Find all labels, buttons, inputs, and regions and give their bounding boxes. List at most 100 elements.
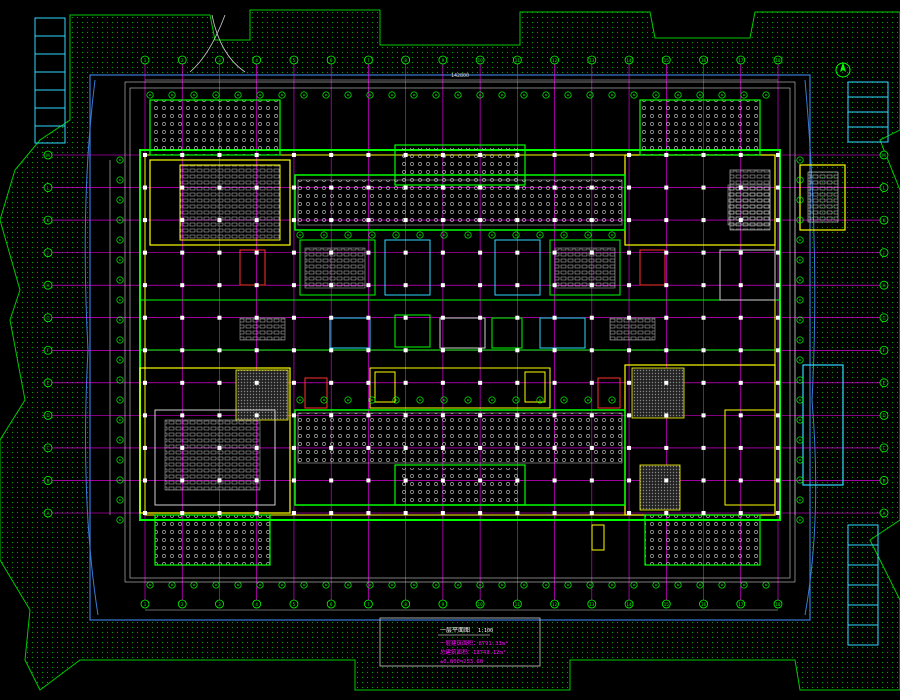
tree-icon <box>796 496 804 504</box>
column <box>515 380 520 385</box>
tree-icon <box>344 231 352 239</box>
axis-bubble-label: 13 <box>589 58 595 63</box>
column <box>366 218 371 223</box>
axis-bubble <box>879 248 889 258</box>
column <box>738 511 743 515</box>
axis-bubble-label: 12 <box>552 602 558 607</box>
column <box>478 315 483 320</box>
tree-icon <box>584 231 592 239</box>
column <box>291 511 296 515</box>
column <box>589 413 594 418</box>
axis-bubble <box>736 55 746 65</box>
column <box>589 511 594 515</box>
tree-icon <box>440 231 448 239</box>
axis-bubble-label: D <box>882 413 885 418</box>
elevation-note: ±0.000=253.60 <box>440 659 483 665</box>
column <box>738 185 743 190</box>
column <box>366 250 371 255</box>
column <box>329 315 334 320</box>
column <box>738 380 743 385</box>
column <box>552 380 557 385</box>
column <box>776 315 780 320</box>
axis-bubble-label: H <box>882 283 885 288</box>
tree-icon <box>116 236 124 244</box>
tree-icon <box>392 231 400 239</box>
axis-bubble <box>364 599 373 609</box>
axis-bubble-label: 14 <box>627 58 633 63</box>
column <box>515 478 520 483</box>
column <box>478 478 483 483</box>
column <box>180 478 185 483</box>
axis-bubble <box>289 599 299 609</box>
column <box>589 250 594 255</box>
column <box>217 413 222 418</box>
column <box>366 185 371 190</box>
column <box>329 185 334 190</box>
axis-bubble <box>773 599 783 609</box>
column <box>664 413 669 418</box>
column <box>552 250 557 255</box>
column <box>589 348 594 353</box>
column <box>701 153 706 157</box>
column <box>738 478 743 483</box>
axis-bubble-label: 6 <box>330 58 333 63</box>
axis-bubble <box>438 599 448 609</box>
tree-icon <box>344 396 352 404</box>
tree-icon <box>432 91 440 99</box>
column <box>366 478 371 483</box>
column <box>664 283 669 288</box>
tree-icon <box>796 256 804 264</box>
tree-icon <box>116 256 124 264</box>
tree-icon <box>368 231 376 239</box>
column <box>291 380 296 385</box>
axis-bubble <box>215 55 224 65</box>
column <box>627 250 632 255</box>
tree-icon <box>320 231 328 239</box>
column <box>701 185 706 190</box>
column <box>329 153 334 157</box>
tree-icon <box>796 296 804 304</box>
hatched-areas <box>235 367 685 511</box>
axis-bubble <box>879 410 889 420</box>
axis-bubble <box>43 313 53 323</box>
axis-bubble-label: G <box>46 316 49 321</box>
column <box>776 511 780 515</box>
column <box>738 283 743 288</box>
tree-icon <box>116 156 124 164</box>
tree-icon <box>368 396 376 404</box>
column <box>291 218 296 223</box>
column <box>329 445 334 450</box>
tree-icon <box>300 91 308 99</box>
column <box>664 380 669 385</box>
axis-bubble <box>879 378 889 388</box>
tree-icon <box>116 496 124 504</box>
column <box>403 445 408 450</box>
column <box>329 218 334 223</box>
column <box>143 218 147 223</box>
axis-bubble-label: 2 <box>181 58 184 63</box>
column <box>701 445 706 450</box>
axis-bubble <box>879 443 889 453</box>
tree-icon <box>322 91 330 99</box>
axis-bubble <box>624 599 634 609</box>
axis-bubble <box>43 410 53 420</box>
axis-bubble <box>587 599 597 609</box>
tree-icon <box>116 516 124 524</box>
tree-icon <box>796 156 804 164</box>
axis-bubble-label: F <box>883 348 886 353</box>
column <box>627 478 632 483</box>
tree-icon <box>796 476 804 484</box>
furniture <box>164 184 771 491</box>
column <box>440 380 445 385</box>
column <box>627 511 632 515</box>
axis-bubble-label: 16 <box>701 602 707 607</box>
title-block: 一层平面图 1:100 一层建筑面积：8791.33m² 总建筑面积：13743… <box>438 627 508 665</box>
column <box>627 380 632 385</box>
column <box>329 283 334 288</box>
structural-columns <box>143 153 780 515</box>
column <box>254 315 259 320</box>
axis-bubble <box>438 55 448 65</box>
column <box>440 218 445 223</box>
grid-axis-bubbles: 1122334455667788991010111112121313141415… <box>43 55 889 609</box>
